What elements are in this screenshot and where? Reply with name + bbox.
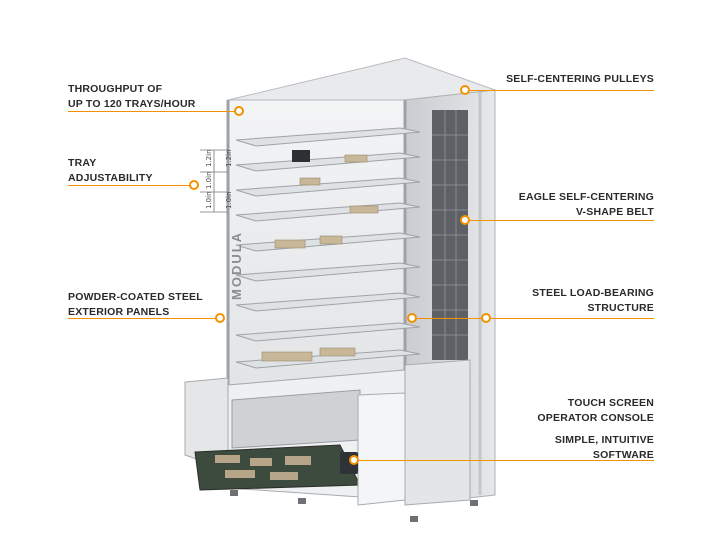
callout-text: TOUCH SCREEN <box>567 397 654 409</box>
callout-self-centering-pulleys: SELF-CENTERING PULLEYS <box>506 72 654 87</box>
callout-text: UP TO 120 TRAYS/HOUR <box>68 98 196 110</box>
callout-steel-structure: STEEL LOAD-BEARING STRUCTURE <box>532 286 654 316</box>
callout-text: STRUCTURE <box>587 302 654 314</box>
callout-leader <box>470 220 654 221</box>
callout-marker-icon <box>349 455 359 465</box>
callout-leader <box>68 111 235 112</box>
callout-text: TRAY <box>68 157 97 169</box>
callout-leader <box>470 90 654 91</box>
callout-leader <box>491 318 654 319</box>
tray-dim-5: 1.0in <box>225 191 233 209</box>
callout-text: ADJUSTABILITY <box>68 172 153 184</box>
callout-text: EAGLE SELF-CENTERING <box>518 191 654 203</box>
tray-dim-2: 1.2in <box>225 149 233 167</box>
callout-powder-coated: POWDER-COATED STEEL EXTERIOR PANELS <box>68 290 203 320</box>
callout-touch-screen: TOUCH SCREEN OPERATOR CONSOLE <box>537 396 654 426</box>
tray-dimension-marks <box>200 149 228 213</box>
callout-marker-icon <box>234 106 244 116</box>
callout-leader <box>68 318 216 319</box>
callout-throughput: THROUGHPUT OF UP TO 120 TRAYS/HOUR <box>68 82 196 112</box>
extracted-tray <box>194 444 361 491</box>
tray-dim-4: 1.0in <box>205 191 213 209</box>
callout-text: SIMPLE, INTUITIVE <box>554 434 654 446</box>
callout-tray-adjustability: TRAY ADJUSTABILITY <box>68 156 153 186</box>
brand-mark: MODULA <box>229 231 244 300</box>
callout-marker-icon <box>215 313 225 323</box>
callout-marker-icon <box>189 180 199 190</box>
callout-text: V-SHAPE BELT <box>575 206 654 218</box>
callout-text: SOFTWARE <box>592 449 654 461</box>
callout-software: SIMPLE, INTUITIVE SOFTWARE <box>555 433 654 463</box>
callout-leader <box>359 460 654 461</box>
callout-text: STEEL LOAD-BEARING <box>532 287 654 299</box>
tray-dim-3: 1.0in <box>205 171 213 189</box>
callout-leader <box>417 318 481 319</box>
tray-dim-1: 1.2in <box>205 149 213 167</box>
callout-eagle-belt: EAGLE SELF-CENTERING V-SHAPE BELT <box>519 190 654 220</box>
callout-text: OPERATOR CONSOLE <box>537 412 654 424</box>
cabinet-top <box>227 57 496 101</box>
callout-text: SELF-CENTERING PULLEYS <box>506 73 654 85</box>
callout-text: POWDER-COATED STEEL <box>68 291 203 303</box>
callout-leader <box>68 185 190 186</box>
callout-marker-icon <box>407 313 417 323</box>
callout-text: THROUGHPUT OF <box>68 83 163 95</box>
callout-text: EXTERIOR PANELS <box>68 306 170 318</box>
callout-marker-icon <box>460 85 470 95</box>
callout-marker-icon <box>460 215 470 225</box>
callout-marker-icon <box>481 313 491 323</box>
